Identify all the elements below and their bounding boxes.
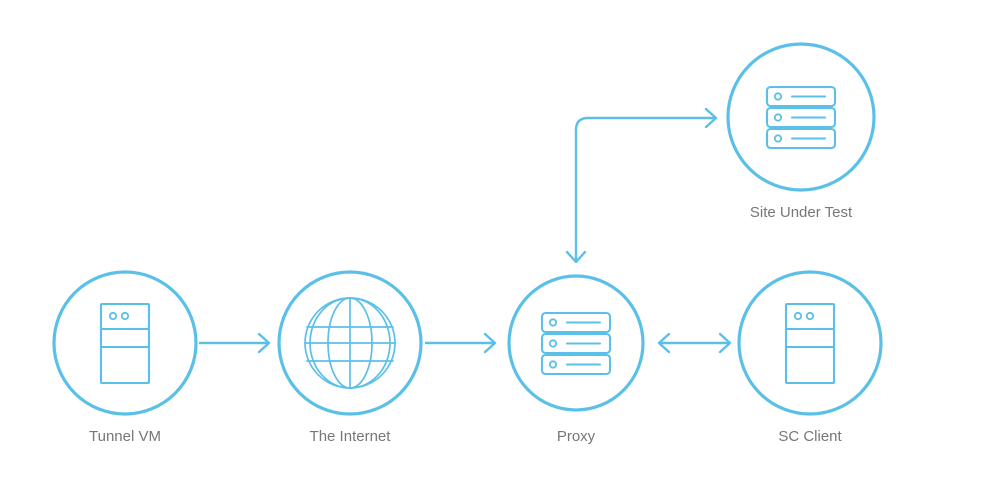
node-the-internet[interactable]: The Internet bbox=[277, 270, 423, 445]
arrow-head-right-icon bbox=[483, 332, 497, 354]
node-label-proxy: Proxy bbox=[557, 428, 596, 445]
server-rack-icon bbox=[765, 85, 837, 150]
arrow-head-right-icon bbox=[718, 332, 732, 354]
node-site-under-test[interactable]: Site Under Test bbox=[726, 42, 876, 221]
node-tunnel-vm[interactable]: Tunnel VM bbox=[52, 270, 198, 445]
arrow-head-right-icon bbox=[257, 332, 271, 354]
arrow-head-left-icon bbox=[657, 332, 671, 354]
node-label-site-under-test: Site Under Test bbox=[750, 204, 853, 221]
arrow-head-right-icon bbox=[704, 107, 718, 129]
node-proxy[interactable]: Proxy bbox=[507, 274, 645, 445]
arrow-head-down-icon bbox=[565, 250, 587, 264]
node-label-the-internet: The Internet bbox=[310, 428, 392, 445]
connector-proxy-to-site-under-test bbox=[565, 107, 718, 264]
node-label-sc-client: SC Client bbox=[778, 428, 842, 445]
node-sc-client[interactable]: SC Client bbox=[737, 270, 883, 445]
globe-icon bbox=[304, 297, 396, 389]
connector-proxy-to-sc-client bbox=[657, 332, 732, 354]
node-label-tunnel-vm: Tunnel VM bbox=[89, 428, 161, 445]
computer-tower-icon bbox=[99, 302, 151, 385]
computer-tower-icon bbox=[784, 302, 836, 385]
node-circle[interactable] bbox=[52, 270, 198, 416]
server-rack-icon bbox=[540, 311, 612, 376]
connector-tunnel-vm-to-internet bbox=[199, 332, 271, 354]
connector-internet-to-proxy bbox=[425, 332, 497, 354]
connector-elbow-path bbox=[574, 116, 715, 262]
node-circle[interactable] bbox=[737, 270, 883, 416]
